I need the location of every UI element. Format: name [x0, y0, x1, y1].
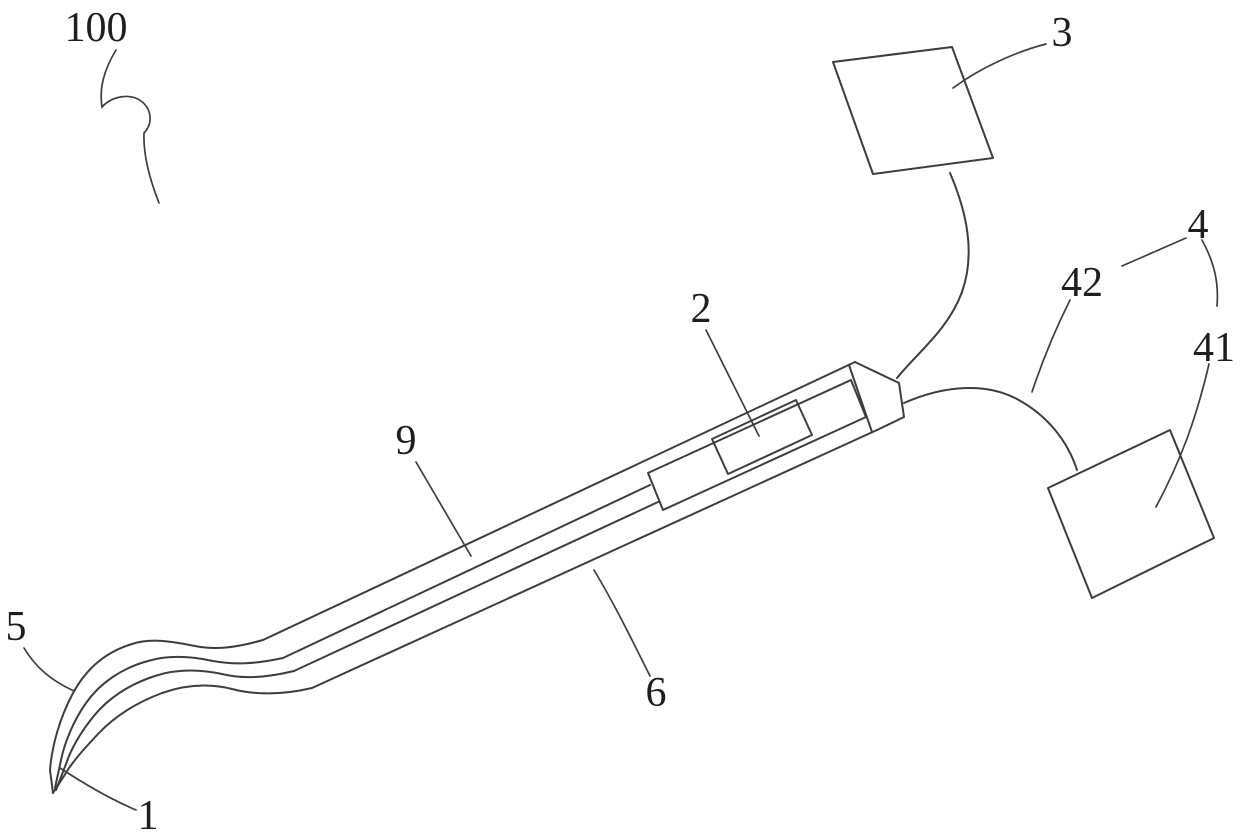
leader-9: [415, 461, 472, 557]
leader-41: [1155, 363, 1210, 508]
ref-label-1: 1: [138, 793, 159, 834]
component-2-outline: [711, 399, 813, 475]
ref-label-6: 6: [646, 670, 667, 716]
shaft-inner-line-a: [54, 484, 651, 789]
ref-label-9: 9: [396, 418, 417, 464]
instrument-end-cap: [854, 361, 905, 431]
ref-label-42: 42: [1061, 260, 1103, 306]
ref-label-2: 2: [691, 286, 712, 332]
ref-label-100: 100: [65, 5, 128, 51]
ref-label-5: 5: [6, 604, 27, 650]
instrument-bottom-outline: [52, 429, 878, 794]
ref-label-3: 3: [1052, 10, 1073, 56]
label-4-line-to-42: [1121, 237, 1187, 267]
shaft-inner-line-b: [55, 501, 659, 791]
ref-label-4: 4: [1188, 202, 1209, 248]
cable-42: [903, 386, 1078, 471]
label-4-line-to-41: [1201, 239, 1219, 307]
box-3-outline: [832, 46, 994, 175]
leader-6: [593, 569, 651, 677]
box-41-outline: [1047, 429, 1215, 599]
housing-window-outline: [647, 379, 867, 511]
instrument-top-outline: [49, 361, 856, 794]
leader-100-squiggle: [100, 49, 160, 204]
leader-2: [705, 329, 760, 437]
instrument-end-cap-inner-line: [848, 364, 873, 433]
leader-42: [1031, 299, 1071, 393]
cable-to-box-3: [896, 172, 970, 379]
ref-label-41: 41: [1193, 325, 1235, 371]
leader-1: [59, 767, 137, 811]
leader-3: [952, 43, 1047, 89]
leader-5: [23, 647, 75, 692]
